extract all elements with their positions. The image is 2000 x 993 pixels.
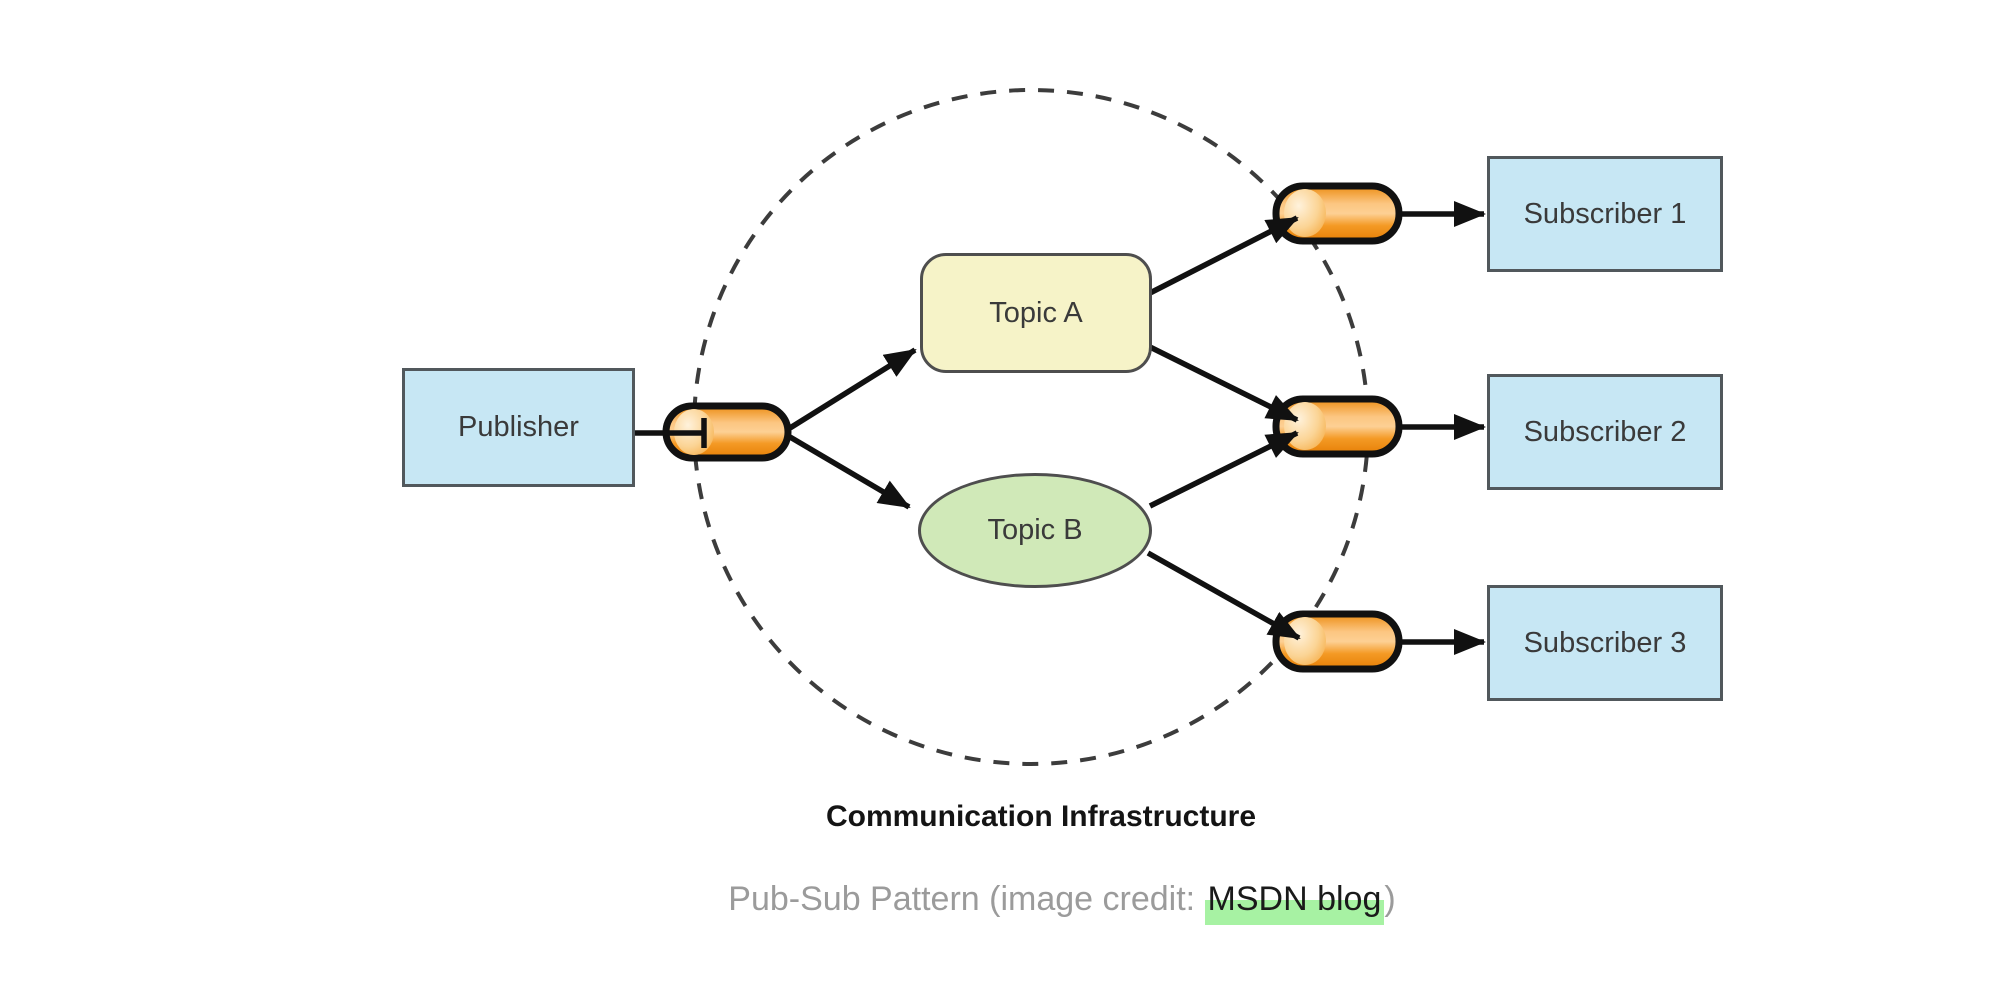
connector-topic-b-to-channel-2: [1148, 430, 1299, 509]
connector-topic-a-to-channel-2: [1148, 344, 1299, 423]
subscriber-1-node: Subscriber 1: [1487, 156, 1723, 272]
connector-channel-to-topic-a: [788, 347, 917, 431]
boundary-label: Communication Infrastructure: [825, 800, 1257, 833]
publisher-node: Publisher: [402, 368, 635, 487]
topic-b-label: Topic B: [987, 514, 1083, 546]
connector-channel-to-topic-b: [788, 434, 911, 510]
subscriber-1-label: Subscriber 1: [1523, 197, 1687, 230]
subscriber-3-label: Subscriber 3: [1523, 626, 1687, 659]
subscriber-1-channel-icon: [1272, 182, 1403, 245]
subscriber-3-channel-icon: [1272, 610, 1403, 673]
subscriber-3-node: Subscriber 3: [1487, 585, 1723, 701]
caption-suffix: ): [1384, 880, 1396, 918]
topic-b-node: Topic B: [918, 473, 1152, 588]
subscriber-2-channel-icon: [1272, 395, 1403, 458]
topic-a-node: Topic A: [920, 253, 1152, 373]
topic-a-label: Topic A: [989, 296, 1083, 329]
connector-topic-b-to-channel-3: [1146, 550, 1301, 641]
caption: Pub-Sub Pattern (image credit: MSDN blog…: [562, 880, 1562, 925]
subscriber-2-node: Subscriber 2: [1487, 374, 1723, 490]
subscriber-2-label: Subscriber 2: [1523, 415, 1687, 448]
caption-prefix: Pub-Sub Pattern (image credit:: [728, 880, 1205, 918]
connector-topic-a-to-channel-1: [1148, 215, 1299, 296]
publisher-label: Publisher: [458, 411, 579, 443]
caption-link-msdn-blog[interactable]: MSDN blog: [1204, 880, 1385, 925]
